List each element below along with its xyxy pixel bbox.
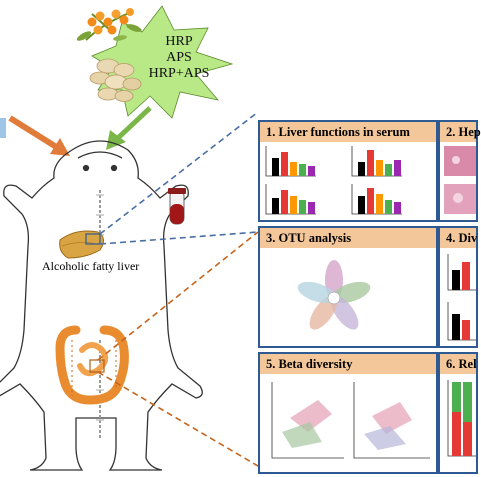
otu-flower-diagram (297, 260, 371, 330)
treatment-label-aps: APS (166, 50, 192, 65)
relative-abundance-chart (447, 380, 476, 457)
panel-title-diversity: 4. Div (440, 228, 477, 248)
panel-relative: 6. Rel (438, 352, 478, 474)
diagram-canvas (0, 5, 259, 471)
berry-branch-illustration (76, 8, 142, 41)
treatment-label-hrp-aps: HRP+APS (148, 66, 210, 81)
mini-bar-chart-3 (265, 184, 316, 215)
mini-bar-chart-1 (265, 146, 316, 177)
panel-hepatic: 2. Hep (438, 120, 481, 222)
panel-title-relative: 6. Rel (440, 354, 477, 374)
panel-title-liver-functions: 1. Liver functions in serum (260, 122, 436, 142)
panel-beta: 5. Beta diversity (258, 352, 438, 474)
liver-label: Alcoholic fatty liver (42, 259, 140, 273)
mini-bar-chart-4 (351, 184, 402, 215)
mouse-outline (0, 140, 203, 471)
intestine-highlight-box (89, 359, 105, 373)
left-edge-marker (0, 118, 6, 138)
mini-bar-chart-2 (351, 146, 402, 177)
orange-connectors (97, 231, 259, 467)
panel-liver-functions: 1. Liver functions in serum (258, 120, 438, 222)
blue-connectors (99, 111, 259, 245)
liver-highlight-box (85, 233, 101, 245)
panel-title-beta: 5. Beta diversity (260, 354, 436, 374)
panel-otu: 3. OTU analysis (258, 226, 438, 348)
histology-images (444, 146, 476, 214)
panel-diversity: 4. Div (438, 226, 478, 348)
intestine-organ (55, 325, 129, 405)
liver-functions-bar-charts (265, 146, 402, 215)
blood-tube-icon (168, 188, 186, 225)
root-slices-illustration (89, 58, 142, 102)
treatment-label-hrp: HRP (165, 34, 193, 49)
green-arrow (106, 106, 152, 150)
panel-title-otu: 3. OTU analysis (260, 228, 436, 248)
panel-title-hepatic: 2. Hep (440, 122, 481, 142)
diversity-bar-charts (447, 254, 476, 341)
orange-arrow (8, 115, 70, 156)
beta-diversity-plots (271, 382, 430, 459)
